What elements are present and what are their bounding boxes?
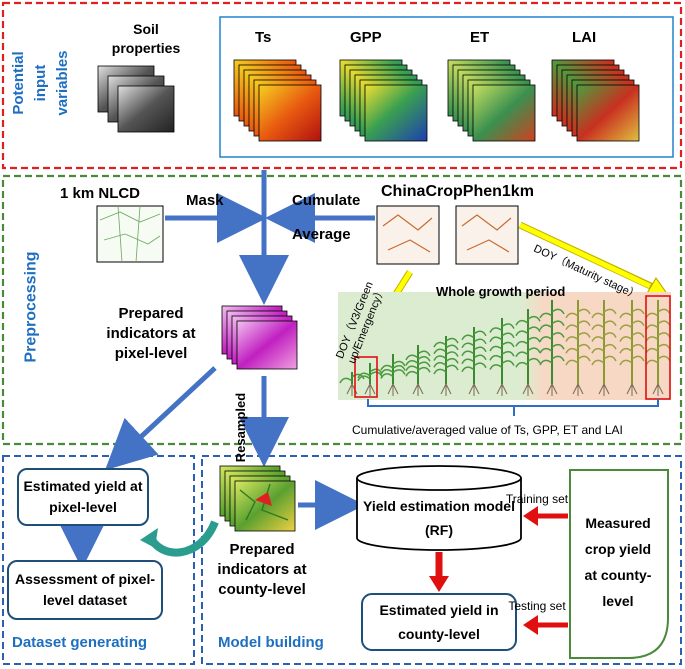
crop-plant (461, 327, 487, 396)
dataset-section-label: Dataset generating (12, 634, 148, 651)
preprocessing-label: Preprocessing (22, 251, 40, 363)
whole-period-label: Whole growth period (436, 284, 566, 299)
var-label-et: ET (470, 29, 490, 46)
model-section-label: Model building (218, 634, 324, 651)
measured-label: Measured crop yield at county-level (584, 515, 652, 609)
prepared-county-label: Prepared indicators at county-level (217, 541, 307, 598)
et-stack (447, 59, 536, 142)
crop-plant (565, 300, 591, 396)
soil-label: Soil properties (111, 21, 181, 56)
phen-label: ChinaCropPhen1km (381, 183, 534, 200)
crop-plant (539, 300, 565, 396)
var-label-ts: Ts (255, 29, 272, 46)
crop-plant (619, 300, 645, 396)
estimated-pixel-box: Estimated yield at pixel-level (17, 468, 149, 526)
var-label-lai: LAI (572, 29, 597, 46)
mask-label: Mask (186, 192, 224, 209)
to-estimated-pixel-arrow (105, 366, 217, 471)
emergence-highlight (354, 356, 378, 398)
prepared-pixel-label: Prepared indicators at pixel-level (106, 305, 196, 362)
nlcd-map (96, 205, 164, 263)
crop-plant (591, 300, 617, 396)
phen-map-2 (455, 205, 519, 265)
average-label: Average (292, 226, 351, 243)
crop-plant (489, 318, 515, 396)
resampled-label: Resampled (233, 392, 249, 463)
nlcd-label: 1 km NLCD (60, 185, 141, 202)
crop-plant (515, 309, 541, 396)
lai-stack (551, 59, 640, 142)
training-set-label: Training set (505, 492, 569, 506)
model-cylinder (356, 465, 522, 551)
county-level-stack (219, 465, 296, 532)
var-label-gpp: GPP (350, 29, 382, 46)
model-label: Yield estimation model (RF) (363, 498, 515, 538)
cumulative-note: Cumulative/averaged value of Ts, GPP, ET… (352, 423, 623, 437)
crop-plant (433, 336, 459, 396)
variables-frame (219, 16, 674, 158)
growth-period-panel (338, 292, 671, 400)
growth-bracket (367, 399, 659, 416)
model-frame (201, 455, 682, 665)
estimated-county-label: Estimated yield in county-level (379, 602, 499, 642)
crop-plant (405, 345, 431, 396)
measured-yield-shape (569, 469, 669, 659)
ts-stack (233, 59, 322, 142)
dataset-frame (2, 455, 195, 665)
soil-image-stack (97, 65, 175, 133)
pixel-level-stack (221, 305, 298, 370)
testing-set-label: Testing set (508, 599, 566, 613)
variable-image-stacks (233, 59, 640, 142)
crop-plant (380, 354, 406, 396)
cumulate-label: Cumulate (292, 192, 361, 209)
phen-map-1 (376, 205, 440, 265)
assessment-box: Assessment of pixel-level dataset (7, 560, 163, 620)
crop-plant (339, 372, 365, 396)
input-section-label: Potential input variables (10, 50, 71, 116)
estimated-county-box (361, 593, 517, 651)
input-section-frame (1, 1, 683, 170)
gpp-stack (339, 59, 428, 142)
